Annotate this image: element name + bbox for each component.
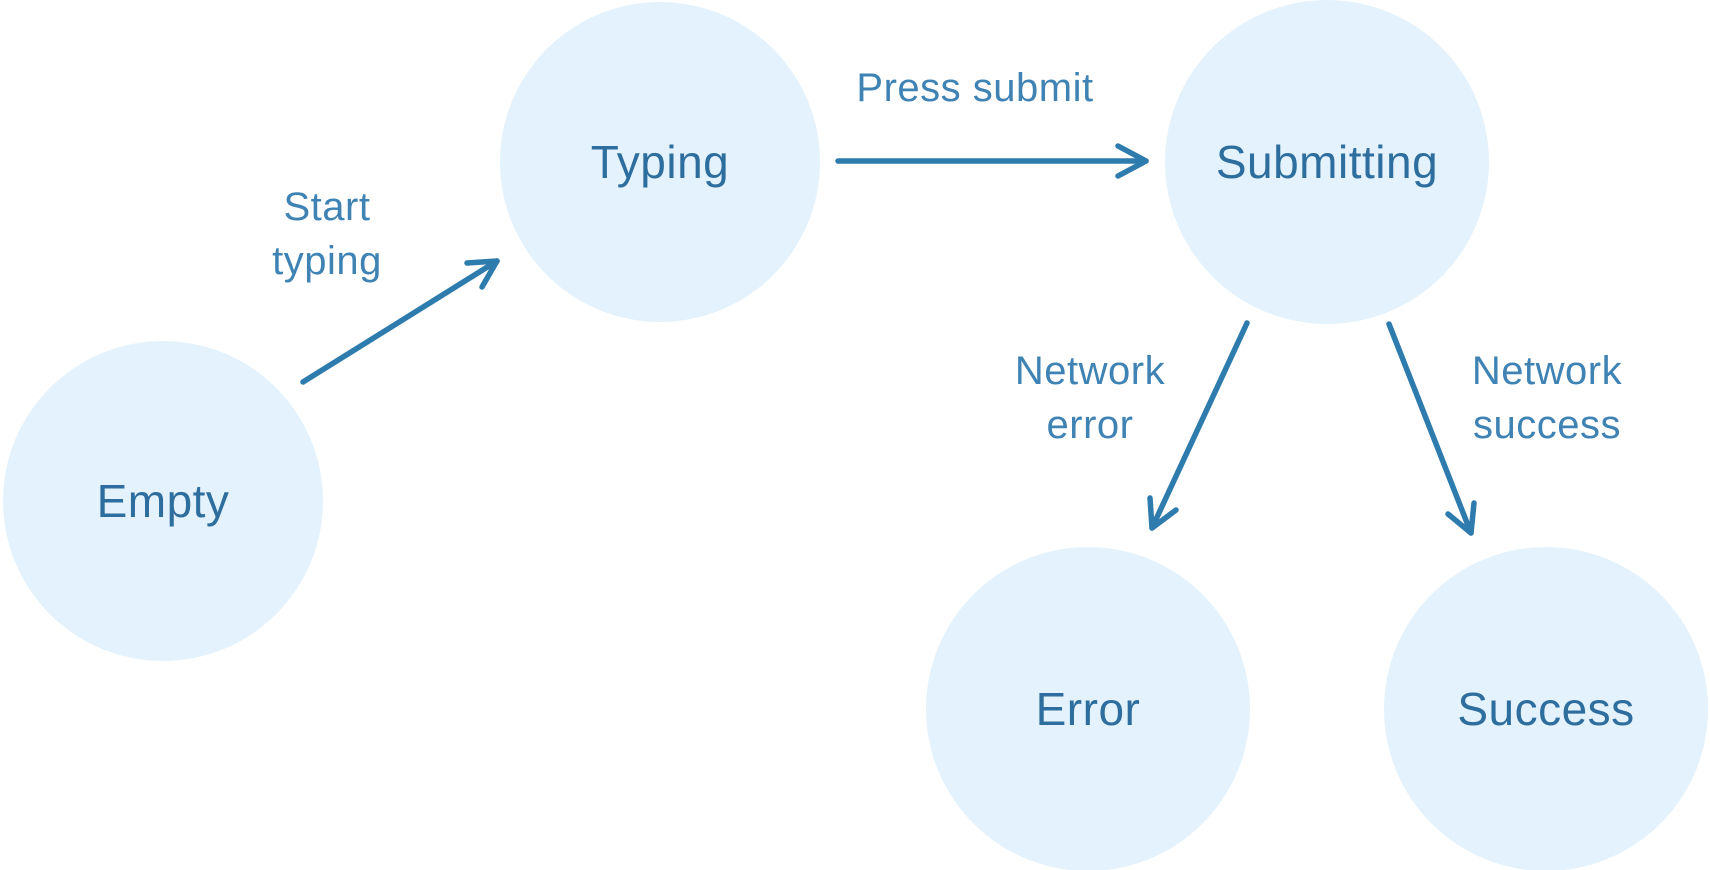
arrow-submitting-to-error [1147,320,1250,531]
arrow-submitting-to-success [1386,321,1477,536]
arrow-typing-to-submitting-head-icon [1115,143,1149,179]
arrow-submitting-to-success-line [1386,321,1474,536]
arrow-typing-to-submitting [835,143,1149,179]
state-node-success: Success [1384,547,1708,870]
state-node-error: Error [926,547,1250,870]
edge-label-network-success: Network success [1471,349,1623,447]
arrow-submitting-to-success-head-icon [1445,500,1477,536]
state-node-submitting: Submitting [1165,0,1489,324]
state-node-typing: Typing [500,2,820,322]
arrow-submitting-to-error-line [1149,320,1250,531]
edge-label-start-typing: Start typing [272,185,382,283]
state-node-empty: Empty [3,341,323,661]
state-node-submitting-label: Submitting [1215,136,1439,188]
state-node-error-label: Error [1035,683,1141,735]
edge-label-network-error: Network error [1014,349,1166,447]
arrow-empty-to-typing [300,258,500,385]
state-node-success-label: Success [1457,683,1635,735]
arrow-empty-to-typing-head-icon [464,258,500,290]
edge-label-press-submit: Press submit [856,66,1094,110]
arrow-empty-to-typing-line [300,258,500,385]
state-node-typing-label: Typing [590,136,730,188]
arrow-submitting-to-error-head-icon [1147,495,1179,531]
state-node-empty-label: Empty [96,475,230,527]
